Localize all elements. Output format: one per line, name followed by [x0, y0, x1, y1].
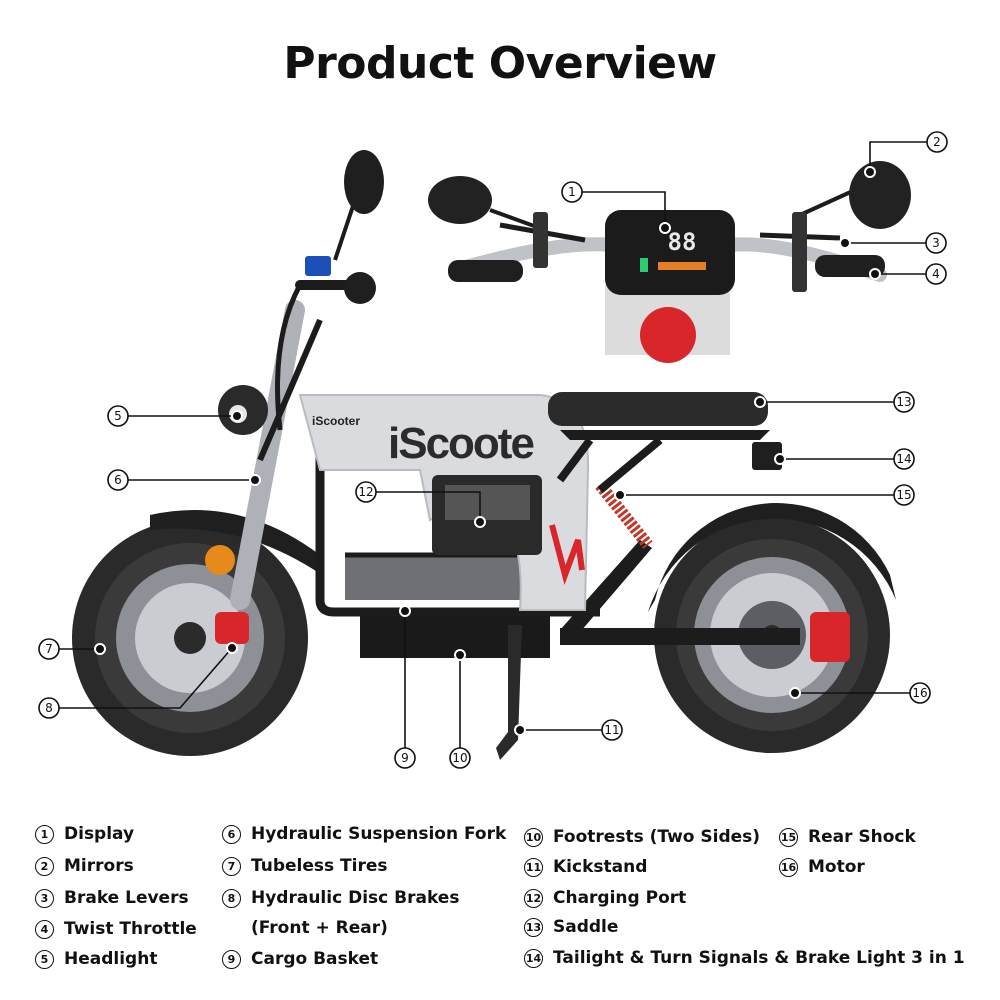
callout-6: 6 — [107, 469, 129, 491]
svg-text:13: 13 — [896, 395, 911, 409]
svg-text:1: 1 — [568, 185, 576, 199]
svg-text:7: 7 — [45, 642, 53, 656]
callout-11: 11 — [601, 719, 623, 741]
display — [605, 210, 735, 295]
page-title: Product Overview — [283, 38, 717, 89]
anchor-dots — [94, 166, 881, 736]
cargo-basket — [345, 555, 550, 600]
rear-brake-caliper — [810, 612, 850, 662]
svg-text:8: 8 — [45, 701, 53, 715]
front-brake-caliper — [215, 612, 249, 644]
callout-4: 4 — [925, 263, 947, 285]
callout-9: 9 — [394, 747, 416, 769]
left-grip — [448, 260, 523, 282]
lower-frame — [315, 440, 600, 617]
callout-15: 15 — [893, 484, 915, 506]
callout-2: 2 — [926, 131, 948, 153]
callout-3: 3 — [925, 232, 947, 254]
swingarm — [560, 628, 800, 645]
svg-text:14: 14 — [896, 452, 911, 466]
body-graphic — [549, 524, 585, 585]
tail-light — [752, 442, 782, 470]
callout-7: 7 — [38, 638, 60, 660]
svg-text:4: 4 — [932, 267, 940, 281]
right-grip — [815, 255, 885, 277]
svg-text:3: 3 — [932, 236, 940, 250]
svg-text:15: 15 — [896, 488, 911, 502]
callout-5: 5 — [107, 405, 129, 427]
front-fork — [230, 300, 305, 610]
callout-1: 1 — [561, 181, 583, 203]
handlebar-inset: 88 — [428, 161, 911, 363]
rear-shock — [595, 481, 653, 549]
brand-logo-small: iScooter — [312, 414, 360, 428]
callout-8: 8 — [38, 697, 60, 719]
legend-item-disc-brakes-cont: (Front + Rear) — [251, 918, 388, 938]
right-mirror — [849, 161, 911, 229]
mirror — [344, 150, 384, 214]
svg-text:10: 10 — [452, 751, 467, 765]
callout-14: 14 — [893, 448, 915, 470]
front-wheel — [72, 510, 322, 756]
callout-13: 13 — [893, 391, 915, 413]
saddle — [548, 392, 768, 426]
svg-text:2: 2 — [933, 135, 941, 149]
left-mirror — [428, 176, 492, 224]
svg-text:16: 16 — [912, 686, 927, 700]
callout-16: 16 — [909, 682, 931, 704]
callout-12: 12 — [355, 481, 377, 503]
svg-text:5: 5 — [114, 409, 122, 423]
scooter-illustration: iScooter iScoote — [72, 150, 896, 760]
svg-text:6: 6 — [114, 473, 122, 487]
side-display — [305, 256, 331, 276]
display-reading: 88 — [668, 228, 697, 256]
brand-logo-large: iScoote — [388, 419, 533, 468]
callout-10: 10 — [449, 747, 471, 769]
svg-text:11: 11 — [604, 723, 619, 737]
svg-text:12: 12 — [358, 485, 373, 499]
svg-text:9: 9 — [401, 751, 409, 765]
